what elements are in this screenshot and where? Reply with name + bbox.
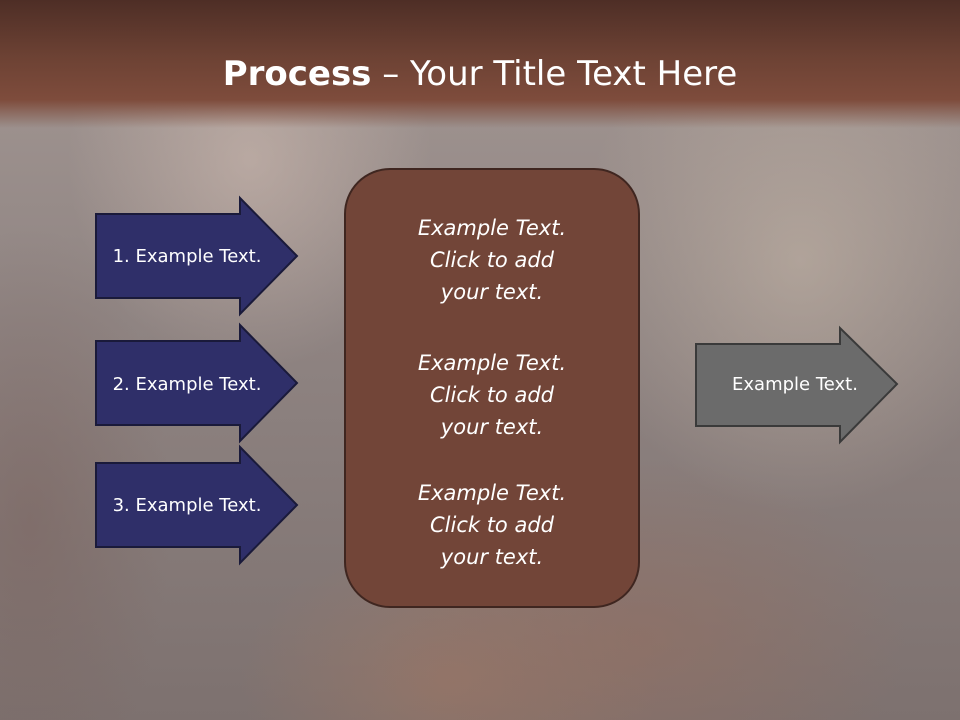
title-bar bbox=[0, 0, 960, 128]
step-arrow-3[interactable]: 3. Example Text. bbox=[95, 444, 299, 566]
step-arrow-3-label: 3. Example Text. bbox=[113, 495, 262, 516]
center-text-block-3[interactable]: Example Text. Click to add your text. bbox=[344, 477, 640, 573]
center-text-block-1[interactable]: Example Text. Click to add your text. bbox=[344, 212, 640, 308]
step-arrow-1-shape bbox=[95, 195, 299, 317]
center-text-block-2-line-2: Click to add bbox=[429, 383, 554, 407]
center-text-block-3-line-2: Click to add bbox=[429, 513, 554, 537]
title-rest-part: – Your Title Text Here bbox=[371, 54, 738, 94]
center-text-block-2[interactable]: Example Text. Click to add your text. bbox=[344, 347, 640, 443]
center-text-block-3-line-1: Example Text. bbox=[417, 481, 567, 505]
center-text-block-3-line-3: your text. bbox=[440, 545, 544, 569]
center-text-block-2-line-3: your text. bbox=[440, 415, 544, 439]
step-arrow-1-label: 1. Example Text. bbox=[113, 246, 262, 267]
step-arrow-2[interactable]: 2. Example Text. bbox=[95, 322, 299, 444]
title-strong-part: Process bbox=[222, 54, 372, 94]
output-arrow[interactable]: Example Text. bbox=[695, 325, 899, 445]
page-title: Process – Your Title Text Here bbox=[0, 52, 960, 96]
step-arrow-3-shape bbox=[95, 444, 299, 566]
center-text-block-1-line-3: your text. bbox=[440, 280, 544, 304]
step-arrow-1[interactable]: 1. Example Text. bbox=[95, 195, 299, 317]
step-arrow-2-label: 2. Example Text. bbox=[113, 374, 262, 395]
center-text-block-2-line-1: Example Text. bbox=[417, 351, 567, 375]
output-arrow-label: Example Text. bbox=[732, 374, 858, 395]
center-process-box[interactable] bbox=[344, 168, 640, 608]
center-text-block-1-line-1: Example Text. bbox=[417, 216, 567, 240]
step-arrow-2-shape bbox=[95, 322, 299, 444]
output-arrow-shape bbox=[695, 325, 899, 445]
center-text-block-1-line-2: Click to add bbox=[429, 248, 554, 272]
